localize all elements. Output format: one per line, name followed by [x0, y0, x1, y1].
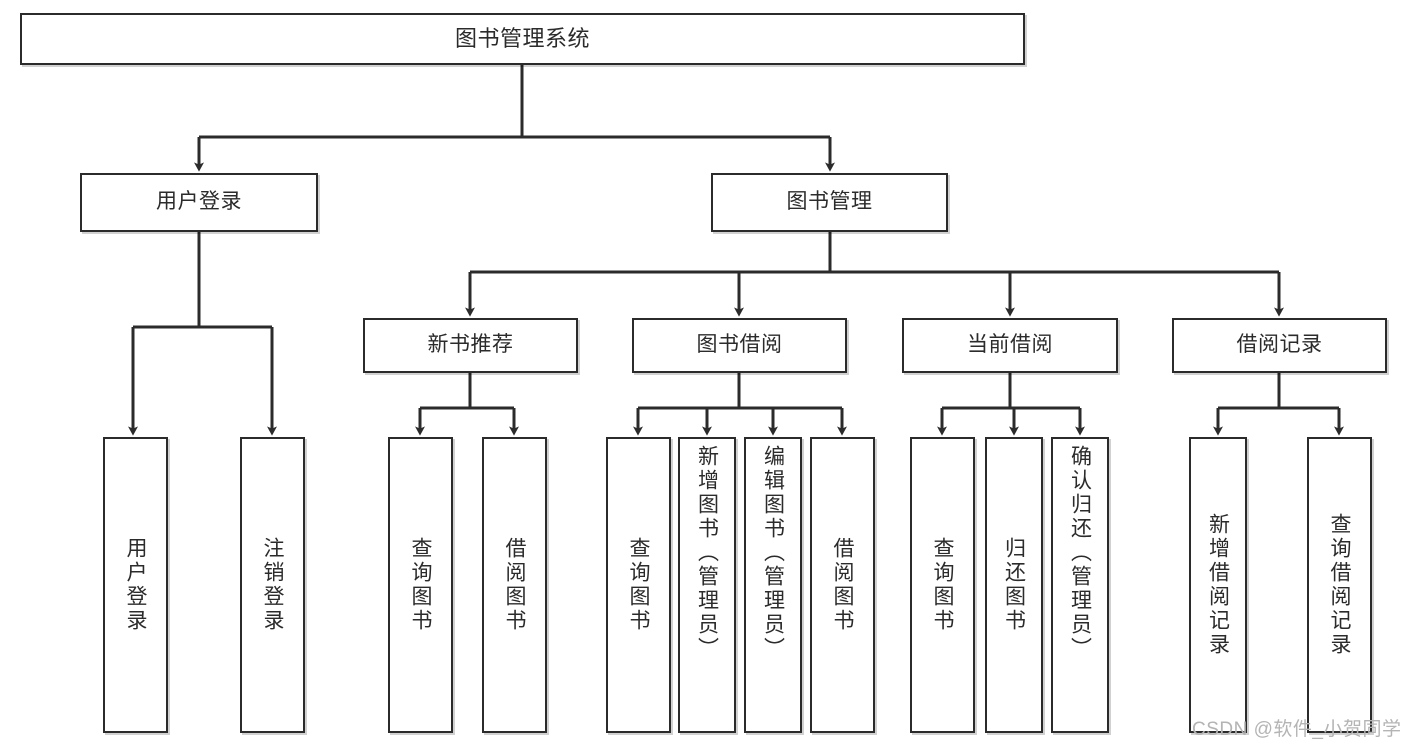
leaf-edit-book-admin-label: 编辑图书（管理员）: [761, 445, 785, 661]
leaf-query-book-current-label: 查询图书: [931, 537, 954, 633]
leaf-user-login-label: 用户登录: [124, 537, 147, 633]
node-book-management[interactable]: 图书管理: [711, 173, 948, 232]
leaf-query-book-current[interactable]: 查询图书: [910, 437, 975, 733]
node-book-borrowing[interactable]: 图书借阅: [632, 318, 847, 373]
leaf-edit-book-admin[interactable]: 编辑图书（管理员）: [744, 437, 802, 733]
leaf-confirm-return-admin-label: 确认归还（管理员）: [1068, 445, 1092, 661]
watermark: CSDN @软件_小贺同学: [1192, 719, 1402, 740]
node-current-borrowing[interactable]: 当前借阅: [902, 318, 1118, 373]
leaf-borrow-book-recommendation-label: 借阅图书: [503, 537, 526, 633]
leaf-add-borrow-record[interactable]: 新增借阅记录: [1189, 437, 1247, 733]
leaf-logout-label: 注销登录: [261, 537, 284, 633]
leaf-query-book-recommendation[interactable]: 查询图书: [388, 437, 453, 733]
leaf-logout[interactable]: 注销登录: [240, 437, 305, 733]
leaf-query-book-borrowing[interactable]: 查询图书: [606, 437, 671, 733]
node-borrow-records-label: 借阅记录: [1236, 333, 1323, 357]
node-book-borrowing-label: 图书借阅: [696, 333, 783, 357]
leaf-borrow-book-label: 借阅图书: [831, 537, 854, 633]
leaf-return-book[interactable]: 归还图书: [985, 437, 1043, 733]
node-user-login[interactable]: 用户登录: [80, 173, 318, 232]
leaf-add-borrow-record-label: 新增借阅记录: [1206, 513, 1230, 657]
leaf-query-borrow-record[interactable]: 查询借阅记录: [1307, 437, 1372, 733]
node-current-borrowing-label: 当前借阅: [967, 333, 1053, 357]
leaf-user-login[interactable]: 用户登录: [103, 437, 168, 733]
leaf-add-book-admin-label: 新增图书（管理员）: [695, 445, 719, 661]
leaf-borrow-book-recommendation[interactable]: 借阅图书: [482, 437, 547, 733]
node-root[interactable]: 图书管理系统: [20, 13, 1025, 65]
node-user-login-label: 用户登录: [156, 190, 242, 214]
leaf-borrow-book[interactable]: 借阅图书: [810, 437, 875, 733]
node-book-management-label: 图书管理: [786, 190, 873, 214]
leaf-return-book-label: 归还图书: [1002, 537, 1026, 633]
leaf-query-book-recommendation-label: 查询图书: [409, 537, 432, 633]
leaf-query-borrow-record-label: 查询借阅记录: [1328, 513, 1351, 657]
leaf-query-book-borrowing-label: 查询图书: [627, 537, 650, 633]
node-new-book-recommendation-label: 新书推荐: [427, 333, 514, 357]
node-new-book-recommendation[interactable]: 新书推荐: [363, 318, 578, 373]
leaf-confirm-return-admin[interactable]: 确认归还（管理员）: [1051, 437, 1109, 733]
node-borrow-records[interactable]: 借阅记录: [1172, 318, 1387, 373]
leaf-add-book-admin[interactable]: 新增图书（管理员）: [678, 437, 736, 733]
node-root-label: 图书管理系统: [454, 26, 590, 52]
